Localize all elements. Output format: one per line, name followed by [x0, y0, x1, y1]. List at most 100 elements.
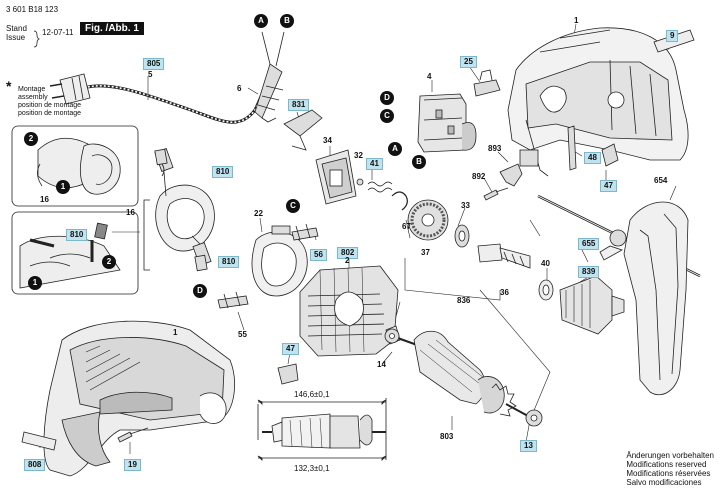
part-number-803: 803 — [440, 432, 454, 441]
modifications-fr: Modifications réservées — [626, 469, 711, 478]
part-number-1-bottom: 1 — [173, 328, 178, 337]
circle-label-1a: 1 — [56, 180, 70, 194]
part-number-654: 654 — [654, 176, 668, 185]
inset-box-1 — [11, 125, 139, 207]
circle-label-d-switch: D — [380, 91, 394, 105]
part-tag-831: 831 — [288, 99, 310, 111]
part-number-836: 836 — [457, 296, 471, 305]
bearing-33 — [454, 224, 470, 248]
terminals-55 — [217, 291, 249, 309]
part-tag-839: 839 — [578, 266, 600, 278]
assembly-note-line1: Montage — [18, 86, 46, 93]
part-number-2: 2 — [345, 256, 350, 265]
carbon-brush-810-lower — [194, 254, 208, 272]
part-tag-802: 802 — [337, 247, 359, 259]
part-number-893: 893 — [488, 144, 502, 153]
figure-label: Fig. /Abb. 1 — [80, 22, 144, 35]
circle-label-a-top: A — [254, 14, 268, 28]
retaining-ring-67 — [391, 191, 408, 211]
part-number-33: 33 — [461, 201, 470, 210]
part-47-top — [601, 143, 619, 167]
part-number-55: 55 — [238, 330, 247, 339]
circle-label-2b: 2 — [102, 255, 116, 269]
part-tag-56: 56 — [310, 249, 327, 261]
part-48 — [567, 125, 577, 171]
part-tag-808: 808 — [24, 459, 46, 471]
washer-40 — [538, 279, 554, 301]
clip-part-25 — [473, 69, 501, 97]
circle-label-b-top: B — [280, 14, 294, 28]
circle-label-1b: 1 — [28, 276, 42, 290]
inset-box-2 — [11, 211, 139, 295]
screw-19 — [117, 427, 149, 443]
assembly-note-star: * — [6, 78, 12, 94]
part-number-6: 6 — [237, 84, 242, 93]
part-number-4: 4 — [427, 72, 432, 81]
spindle-36 — [477, 243, 531, 269]
part-tag-41: 41 — [366, 158, 383, 170]
modifications-es: Salvo modificaciones — [626, 478, 702, 487]
doc-number: 3 601 B18 123 — [6, 5, 59, 14]
assembly-note-line3: position de montage — [18, 102, 82, 109]
armature-dimension-drawing — [257, 398, 387, 461]
part-tag-13: 13 — [520, 440, 537, 452]
part-number-5: 5 — [148, 70, 153, 79]
part-number-67: 67 — [402, 222, 411, 231]
part-tag-810-lower: 810 — [218, 256, 240, 268]
circle-label-c-switch: C — [380, 109, 394, 123]
brush-plate-16 — [154, 148, 215, 266]
modifications-note: Änderungen vorbehalten Modifications res… — [626, 451, 714, 487]
modifications-en: Modifications reserved — [626, 460, 707, 469]
part-tag-805: 805 — [143, 58, 165, 70]
circle-label-b-switch: B — [412, 155, 426, 169]
part-number-34: 34 — [323, 136, 332, 145]
part-tag-47-top: 47 — [600, 180, 617, 192]
part-number-14: 14 — [377, 360, 386, 369]
drill-housing-bosch — [43, 320, 235, 477]
part-number-36: 36 — [500, 288, 509, 297]
part-tag-810-upper: 810 — [212, 166, 234, 178]
part-number-37: 37 — [421, 248, 430, 257]
terminals-56 — [291, 223, 319, 241]
drill-chuck-839 — [559, 275, 625, 335]
stator-field-2 — [299, 265, 399, 357]
part-tag-25: 25 — [460, 56, 477, 68]
part-tag-810-inset: 810 — [66, 229, 88, 241]
part-tag-19: 19 — [124, 459, 141, 471]
issue-date: 12-07-11 — [42, 28, 74, 37]
part-number-892: 892 — [472, 172, 486, 181]
switch-assembly — [417, 93, 477, 153]
circle-label-d-mid: D — [193, 284, 207, 298]
auxiliary-handle-654 — [537, 194, 701, 396]
screw-892 — [483, 187, 509, 201]
spring-41 — [367, 181, 393, 193]
inset-drawing-1 — [37, 137, 121, 195]
gear-37 — [407, 199, 449, 241]
cable-guide-831 — [283, 109, 323, 151]
part-number-16-a: 16 — [40, 195, 49, 204]
housing-half-top — [507, 27, 689, 177]
issue-label: Issue — [6, 33, 26, 42]
electronics-module-34 — [315, 149, 357, 205]
part-number-16-b: 16 — [126, 208, 135, 217]
part-808 — [21, 431, 57, 451]
circle-label-c-mid: C — [286, 199, 300, 213]
armature-803 — [384, 325, 543, 427]
stand-label: Stand — [6, 24, 27, 33]
ball-32 — [356, 178, 364, 186]
part-number-22: 22 — [254, 209, 263, 218]
part-number-1-top: 1 — [574, 16, 579, 25]
part-47-bottom — [277, 363, 299, 385]
assembly-note-line2: assembly — [18, 94, 48, 101]
part-number-32: 32 — [354, 151, 363, 160]
circle-label-2a: 2 — [24, 132, 38, 146]
part-tag-655: 655 — [578, 238, 600, 250]
modifications-de: Änderungen vorbehalten — [626, 451, 714, 460]
circle-label-a-switch: A — [388, 142, 402, 156]
issue-brace — [33, 30, 40, 48]
fan-guide-ring — [251, 225, 308, 297]
star-bracket-16 — [143, 199, 150, 271]
carbon-brush-810-upper — [154, 148, 168, 177]
